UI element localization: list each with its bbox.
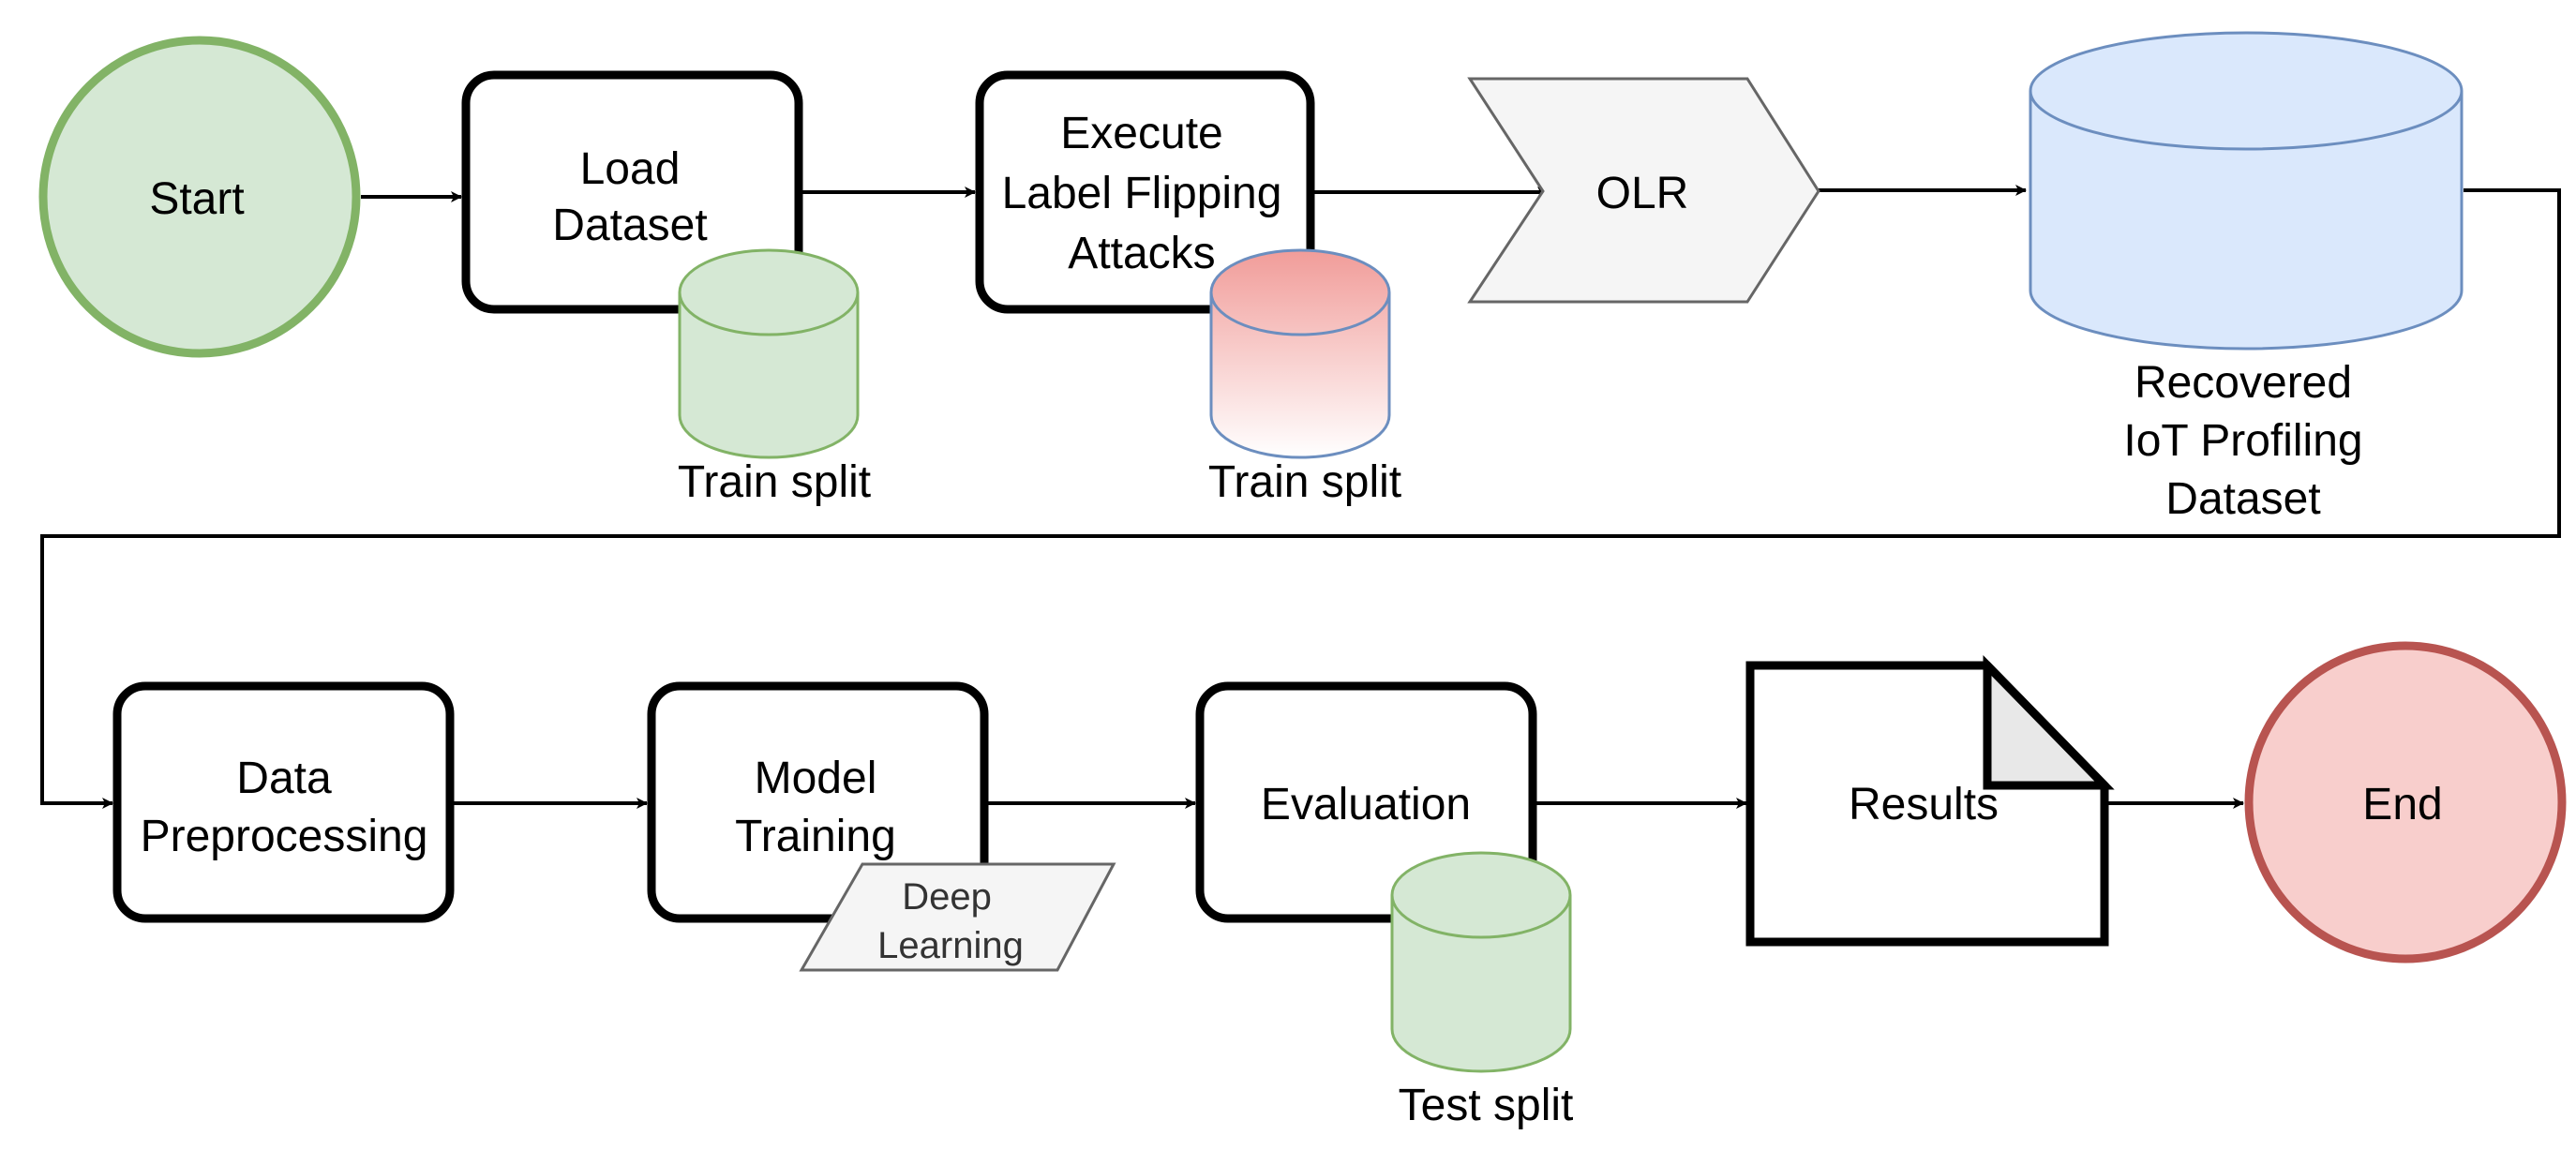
recovered-dataset-body xyxy=(2029,31,2464,351)
label-flipping-box xyxy=(975,70,1315,314)
train-split-2-body xyxy=(1209,248,1391,459)
load-dataset-label-line1: Load xyxy=(580,144,681,194)
results-fold-corner xyxy=(1983,654,2115,790)
olr-label: OLR xyxy=(1596,169,1689,218)
load-dataset-node: Load Dataset xyxy=(461,70,803,314)
end-circle xyxy=(2244,641,2567,963)
load-dataset-box xyxy=(461,70,803,314)
model-training-node: Model Training xyxy=(647,681,989,923)
label-flipping-node: Execute Label Flipping Attacks xyxy=(975,70,1315,314)
recovered-dataset-rim xyxy=(2029,90,2464,151)
train-split-1-rim xyxy=(678,291,860,336)
olr-node: OLR xyxy=(1467,77,1820,304)
test-split-body xyxy=(1390,851,1572,1073)
model-training-line1: Model xyxy=(755,754,877,803)
deep-learning-line2: Learning xyxy=(877,925,1024,966)
start-node: Start xyxy=(38,36,361,358)
test-split-cylinder: Test split xyxy=(1390,851,1574,1130)
start-label: Start xyxy=(149,174,244,224)
results-node: Results xyxy=(1745,654,2115,947)
deep-learning-line1: Deep xyxy=(902,876,992,918)
train-split-2-cylinder: Train split xyxy=(1208,248,1401,507)
recovered-dataset-line3: Dataset xyxy=(2165,474,2320,524)
data-preprocessing-line1: Data xyxy=(236,754,332,803)
results-label: Results xyxy=(1849,780,1999,829)
label-flipping-line3: Attacks xyxy=(1068,229,1215,278)
deep-learning-parallelogram xyxy=(799,862,1116,972)
edges xyxy=(40,185,2561,809)
train-split-1-label: Train split xyxy=(678,457,871,507)
end-label: End xyxy=(2362,780,2442,829)
test-split-label: Test split xyxy=(1399,1081,1574,1130)
data-preprocessing-node: Data Preprocessing xyxy=(112,681,455,923)
train-split-1-body xyxy=(678,248,860,459)
load-dataset-label-line2: Dataset xyxy=(552,201,707,250)
data-preprocessing-line2: Preprocessing xyxy=(141,812,428,861)
model-training-line2: Training xyxy=(735,812,896,861)
recovered-dataset-line2: IoT Profiling xyxy=(2123,416,2362,466)
evaluation-label: Evaluation xyxy=(1261,780,1471,829)
recovered-dataset-line1: Recovered xyxy=(2134,358,2352,408)
label-flipping-line1: Execute xyxy=(1060,109,1222,158)
label-flipping-line2: Label Flipping xyxy=(1002,169,1282,218)
data-preprocessing-box xyxy=(112,681,455,923)
model-training-box xyxy=(647,681,989,923)
train-split-2-rim xyxy=(1209,291,1391,336)
deep-learning-node: Deep Learning xyxy=(799,862,1116,972)
train-split-2-label: Train split xyxy=(1208,457,1401,507)
start-circle xyxy=(38,36,361,358)
train-split-1-cylinder: Train split xyxy=(678,248,871,507)
test-split-rim xyxy=(1390,894,1572,939)
end-node: End xyxy=(2244,641,2567,963)
recovered-dataset-cylinder: Recovered IoT Profiling Dataset xyxy=(2029,31,2464,524)
edge-recovered-to-preprocessing xyxy=(40,188,2561,809)
olr-chevron xyxy=(1467,77,1820,304)
